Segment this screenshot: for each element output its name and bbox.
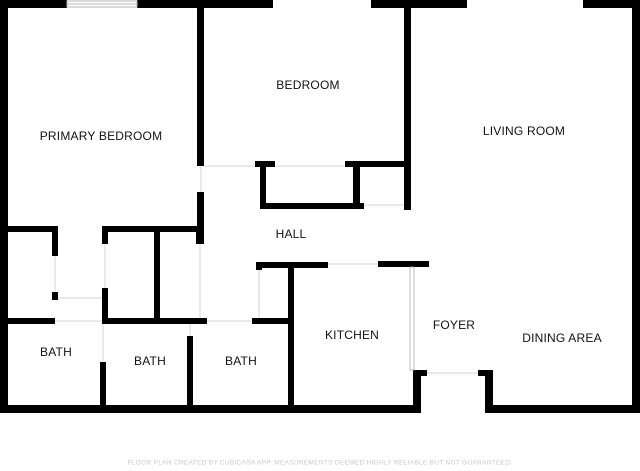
room-label-foyer: FOYER <box>432 318 476 332</box>
room-label-living-room: LIVING ROOM <box>482 124 566 138</box>
exterior-walls <box>0 0 640 413</box>
interior-walls <box>8 8 429 412</box>
room-label-dining-area: DINING AREA <box>522 331 602 345</box>
room-label-bedroom: BEDROOM <box>276 78 340 92</box>
footer-disclaimer: FLOOR PLAN CREATED BY CUBICASA APP. MEAS… <box>127 459 513 467</box>
room-label-kitchen: KITCHEN <box>324 328 380 342</box>
room-label-bath-3: BATH <box>225 354 257 368</box>
room-label-hall: HALL <box>275 227 307 241</box>
window <box>66 0 138 8</box>
room-label-bath-2: BATH <box>134 354 166 368</box>
door-openings <box>54 165 478 374</box>
partition <box>409 266 415 371</box>
room-label-primary-bedroom: PRIMARY BEDROOM <box>39 129 163 143</box>
room-label-bath-1: BATH <box>40 345 72 359</box>
